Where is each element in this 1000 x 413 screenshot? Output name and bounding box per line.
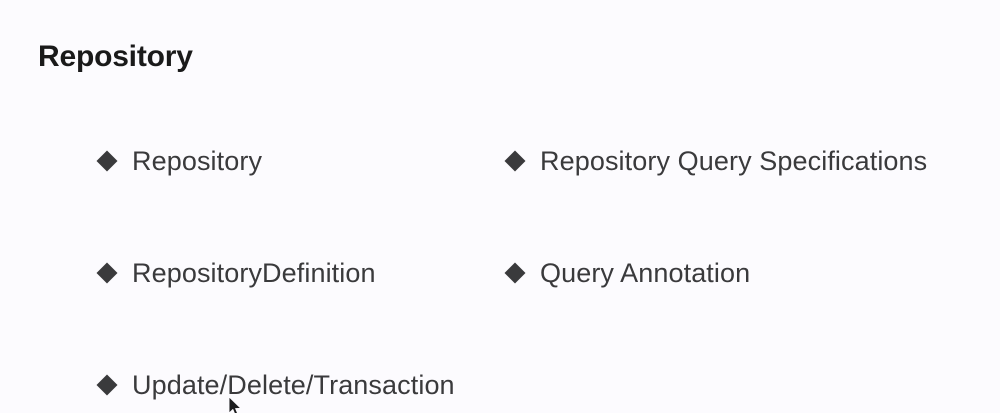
diamond-icon <box>504 262 526 284</box>
page-title: Repository <box>38 40 193 73</box>
bullet-list: Repository Repository Query Specificatio… <box>0 131 1000 413</box>
bullet-row: RepositoryDefinition Query Annotation <box>0 243 1000 355</box>
list-item-query-annotation[interactable]: Query Annotation <box>504 243 750 303</box>
list-item-repository-query-specifications[interactable]: Repository Query Specifications <box>504 131 927 191</box>
list-item-label: Query Annotation <box>540 257 751 288</box>
diamond-icon <box>96 374 118 396</box>
list-item-update-delete-transaction[interactable]: Update/Delete/Transaction <box>96 355 455 413</box>
list-item-repository[interactable]: Repository <box>96 131 262 191</box>
list-item-label: RepositoryDefinition <box>132 257 376 288</box>
list-item-repositorydefinition[interactable]: RepositoryDefinition <box>96 243 376 303</box>
diamond-icon <box>96 262 118 284</box>
list-item-label: Repository Query Specifications <box>540 145 928 176</box>
bullet-row: Repository Repository Query Specificatio… <box>0 131 1000 243</box>
diamond-icon <box>96 150 118 172</box>
diamond-icon <box>504 150 526 172</box>
list-item-label: Repository <box>132 145 263 176</box>
bullet-row: Update/Delete/Transaction <box>0 355 1000 413</box>
list-item-label: Update/Delete/Transaction <box>132 369 455 400</box>
